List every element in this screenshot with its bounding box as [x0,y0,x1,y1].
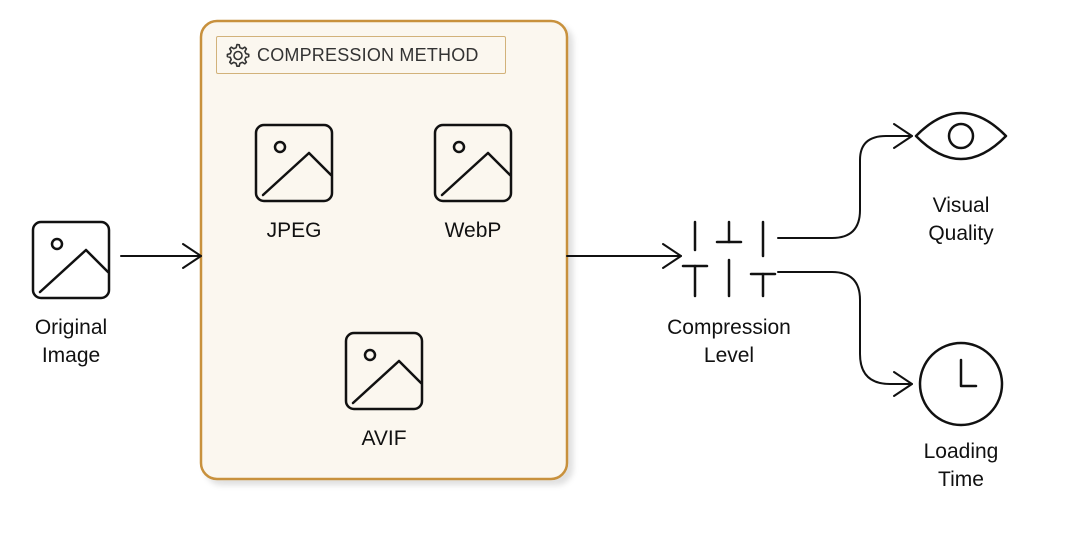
node-label-line1: Original [34,316,108,339]
node-label: AVIF [361,427,407,450]
edge-method-to-level [566,243,682,269]
image-icon [31,220,111,300]
sliders-icon [681,220,777,298]
image-icon [433,123,513,203]
group-title: COMPRESSION METHOD [257,44,479,65]
node-label-line1: Compression [667,316,791,339]
edge-original-to-method [120,243,202,269]
compression-method-group [199,19,569,481]
eye-icon [914,111,1008,161]
node-label-line2: Quality [928,222,994,245]
clock-icon [918,341,1004,427]
edge-level-to-loading [777,271,913,397]
node-label: WebP [444,219,502,242]
node-label-line1: Visual [932,194,990,217]
node-loading-time: Loading Time [896,438,1026,494]
gear-icon [226,43,250,67]
node-label-line2: Level [703,344,755,367]
node-original-image: Original Image [6,314,136,370]
node-jpeg: JPEG [234,217,354,245]
image-icon [254,123,334,203]
compression-method-label: COMPRESSION METHOD [216,36,506,74]
node-label-line1: Loading [923,440,999,463]
node-visual-quality: Visual Quality [896,192,1026,248]
image-icon [344,331,424,411]
node-avif: AVIF [324,425,444,453]
edge-level-to-quality [777,123,913,239]
node-compression-level: Compression Level [644,314,814,370]
node-label: JPEG [266,219,322,242]
node-webp: WebP [413,217,533,245]
node-label-line2: Image [41,344,101,367]
node-label-line2: Time [938,468,984,491]
